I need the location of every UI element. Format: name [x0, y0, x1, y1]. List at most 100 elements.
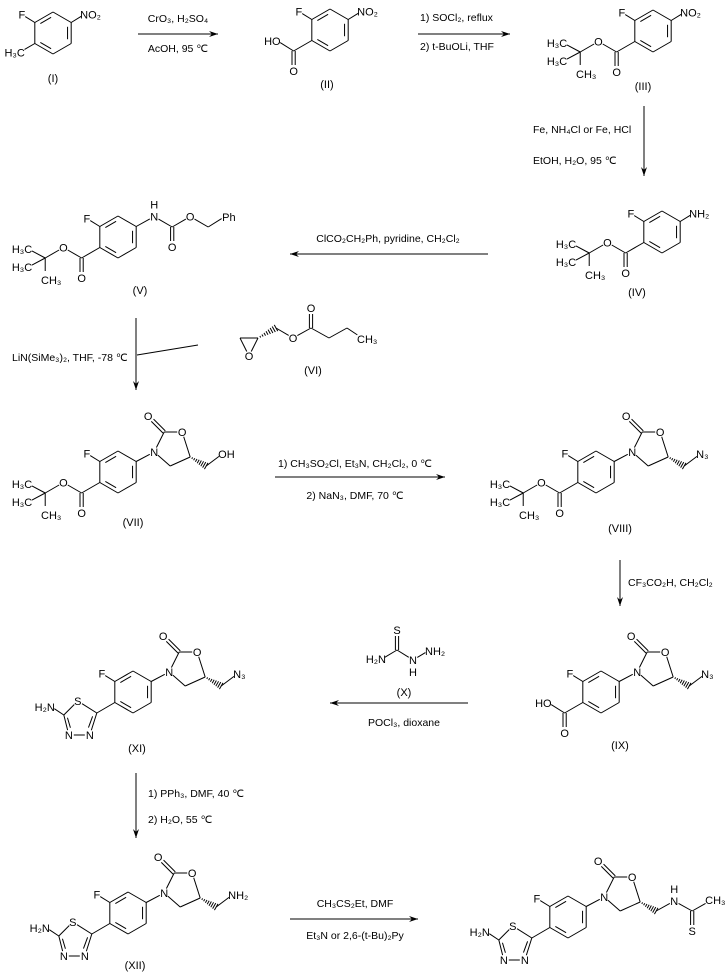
arrow-step2-head: [501, 31, 510, 37]
inner-double-bond: [555, 926, 567, 934]
bond: [54, 708, 65, 716]
bond: [559, 482, 579, 494]
stereo-wedge-bond: [213, 680, 217, 685]
atom-label-n3: N₃: [701, 669, 713, 681]
double-bond: [163, 859, 176, 873]
ring-bond: [52, 43, 72, 55]
atom-label-n: N: [160, 888, 168, 900]
atom-label-o: O: [594, 37, 603, 49]
bond: [489, 933, 500, 941]
bond: [58, 935, 64, 952]
bond: [31, 492, 46, 501]
bond: [31, 257, 46, 266]
atom-label-ho: HO: [535, 698, 552, 710]
ring-bond: [549, 927, 569, 939]
atom-label-s: S: [393, 625, 400, 637]
bond: [67, 484, 82, 494]
bond: [661, 436, 669, 458]
inner-double-bond: [105, 455, 117, 463]
reaction-arrows: [133, 31, 647, 922]
bond: [509, 485, 524, 494]
stereo-wedge-bond: [643, 902, 646, 906]
bond: [239, 337, 248, 352]
inner-double-bond: [105, 481, 117, 489]
double-bond: [600, 866, 614, 879]
stereo-wedge-bond: [212, 902, 217, 909]
bond: [347, 12, 359, 20]
atom-label-f: F: [295, 7, 302, 19]
reagent-step3-below: EtOH, H₂O, 95 ℃: [533, 155, 617, 167]
bond: [619, 901, 641, 912]
bond: [49, 929, 60, 937]
reagent-step5: LiN(SiMe₃)₂, THF, -78 ℃: [12, 352, 128, 364]
ring-bond: [634, 41, 654, 53]
bond: [640, 674, 654, 687]
bond: [91, 923, 111, 935]
inner-double-bond: [82, 937, 89, 949]
atom-label-h3c: H₃C: [556, 257, 576, 269]
inner-double-bond: [583, 481, 595, 489]
atom-label-o: O: [555, 508, 564, 520]
bond: [31, 485, 46, 494]
bond: [89, 455, 101, 462]
atom-label-o: O: [178, 427, 187, 439]
atom-label-o: O: [186, 212, 195, 224]
arrow-step9-head: [133, 829, 139, 838]
atom-label-o: O: [612, 67, 621, 79]
bond: [566, 44, 581, 53]
atom-label-n: N: [633, 667, 641, 679]
bond: [539, 900, 551, 907]
bond: [691, 903, 706, 912]
bond: [145, 894, 160, 903]
atom-label-o: O: [661, 647, 670, 659]
arrow-step3-head: [641, 167, 647, 176]
bond: [509, 492, 524, 501]
atom-label-h3c: H₃C: [12, 244, 32, 256]
bond: [172, 674, 186, 687]
stereo-hash-bond: [269, 327, 274, 334]
double-bond: [633, 641, 647, 654]
bond: [688, 676, 703, 687]
compound-label-iv: (IV): [628, 287, 646, 299]
bond: [220, 676, 235, 687]
stereo-wedge-bond: [681, 680, 685, 685]
atom-label-s: S: [69, 917, 76, 929]
bond: [633, 881, 641, 903]
stereo-wedge-bond: [669, 457, 672, 460]
inner-double-bond: [640, 40, 652, 48]
bond: [384, 649, 398, 658]
double-bond: [628, 421, 642, 434]
bond: [85, 933, 93, 952]
bond: [24, 43, 36, 50]
inner-double-bond: [583, 455, 595, 463]
atom-label-ph: Ph: [222, 212, 235, 224]
atom-label-h3c: H₃C: [12, 262, 32, 274]
bond: [522, 484, 538, 494]
ring-bond: [99, 450, 119, 462]
bond: [99, 896, 111, 903]
atom-label-o: O: [622, 411, 631, 423]
bond: [150, 673, 165, 682]
inner-double-bond: [105, 220, 117, 228]
stereo-hash-bond: [271, 326, 276, 333]
atom-label-o: O: [627, 631, 636, 643]
atom-label-n: N: [81, 951, 89, 963]
compound-label-vi: (VI): [304, 365, 322, 377]
stereo-hash-bond: [261, 334, 264, 337]
ring-bond: [329, 40, 349, 52]
compound-label-viii: (VIII): [608, 523, 632, 535]
ring-bond: [52, 11, 72, 23]
reagent-step8: POCl₃, dioxane: [368, 717, 440, 729]
ring-bond: [549, 895, 569, 907]
atom-label-no2: NO₂: [357, 7, 378, 19]
arrow-step5-head: [133, 381, 139, 390]
bond: [81, 247, 101, 259]
atom-label-n: N: [409, 655, 417, 667]
stereo-wedge-bond: [683, 681, 687, 687]
bond: [158, 218, 173, 228]
arrow-step1-head: [209, 31, 218, 37]
